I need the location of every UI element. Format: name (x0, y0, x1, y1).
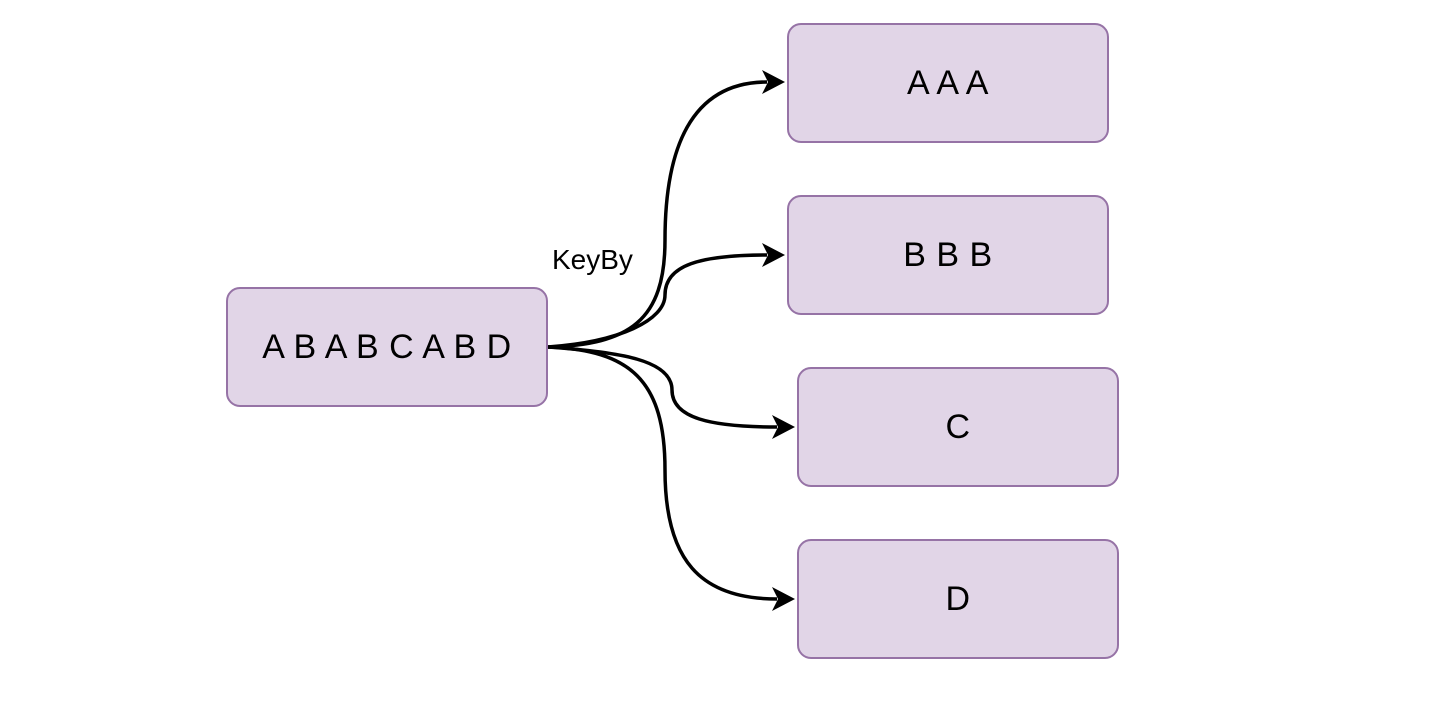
arrowhead-b (762, 243, 785, 267)
partition-label-b: B B B (903, 235, 993, 274)
edge-to-d (547, 345, 778, 601)
keyby-edge-label: KeyBy (552, 244, 633, 275)
partition-label-d: D (945, 579, 971, 618)
partition-node-a: A A A (787, 23, 1109, 143)
partition-node-b: B B B (787, 195, 1109, 315)
edge-to-c (547, 345, 778, 429)
partition-label-c: C (945, 407, 971, 446)
edge-to-a (547, 80, 768, 349)
arrowhead-d (772, 587, 795, 611)
arrowhead-c (772, 415, 795, 439)
arrowhead-a (762, 70, 785, 94)
edge-to-b (547, 253, 768, 349)
partition-node-c: C (797, 367, 1119, 487)
source-stream-label: A B A B C A B D (262, 327, 512, 366)
partition-node-d: D (797, 539, 1119, 659)
source-stream-node: A B A B C A B D (226, 287, 548, 407)
partition-label-a: A A A (907, 63, 989, 102)
